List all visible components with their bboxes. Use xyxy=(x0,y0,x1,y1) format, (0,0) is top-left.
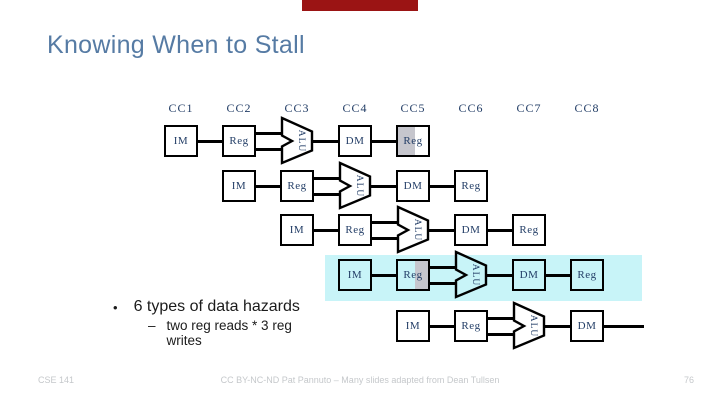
clock-cycle-label: CC8 xyxy=(574,101,600,115)
stage-label: Reg xyxy=(345,224,365,236)
stage-label: Reg xyxy=(577,269,597,281)
course-label: CSE 141 xyxy=(38,375,75,385)
accent-bar xyxy=(302,0,418,11)
stage-connector xyxy=(430,266,456,269)
stage-box-reg: Reg xyxy=(454,170,488,202)
stage-connector xyxy=(256,185,280,188)
sub-bullet-text: two reg reads * 3 reg writes xyxy=(166,318,292,348)
slide-number: 76 xyxy=(683,375,694,385)
clock-cycle-label: CC7 xyxy=(516,101,542,115)
dash-icon: – xyxy=(148,318,156,333)
stage-label: Reg xyxy=(229,135,249,147)
stage-box-dm: DM xyxy=(512,259,546,291)
stage-connector xyxy=(430,282,456,285)
stage-connector xyxy=(314,229,338,232)
alu-shape: ALU xyxy=(280,116,314,166)
svg-text:ALU: ALU xyxy=(470,264,480,287)
svg-text:ALU: ALU xyxy=(412,219,422,242)
reg-half-cycle-shading xyxy=(414,261,428,289)
stage-label: Reg xyxy=(287,180,307,192)
stage-box-reg: Reg xyxy=(512,214,546,246)
stage-connector xyxy=(488,333,514,336)
stage-box-im: IM xyxy=(338,259,372,291)
stage-connector xyxy=(256,132,282,135)
trailing-line xyxy=(604,325,644,328)
stage-box-im: IM xyxy=(396,310,430,342)
stage-connector xyxy=(372,221,398,224)
stage-box-dm: DM xyxy=(396,170,430,202)
stage-connector xyxy=(488,317,514,320)
svg-text:ALU: ALU xyxy=(354,175,364,198)
stage-label: Reg xyxy=(403,135,423,147)
sub-bullet-item: – two reg reads * 3 reg writes xyxy=(148,318,307,348)
stage-connector xyxy=(314,177,340,180)
alu-shape: ALU xyxy=(338,161,372,211)
stage-connector xyxy=(314,193,340,196)
svg-text:ALU: ALU xyxy=(528,315,538,338)
stage-label: DM xyxy=(519,269,539,281)
stage-label: Reg xyxy=(461,320,481,332)
stage-connector xyxy=(372,274,396,277)
stage-box-reg: Reg xyxy=(280,170,314,202)
stage-box-dm: DM xyxy=(454,214,488,246)
clock-cycle-label: CC1 xyxy=(168,101,194,115)
stage-box-im: IM xyxy=(164,125,198,157)
stage-label: IM xyxy=(347,269,363,281)
reg-half-cycle-shading xyxy=(398,127,416,155)
stage-label: IM xyxy=(231,180,247,192)
alu-shape: ALU xyxy=(512,301,546,351)
stage-label: Reg xyxy=(403,269,423,281)
stage-connector xyxy=(546,274,570,277)
stage-box-reg: Reg xyxy=(396,125,430,157)
stage-connector xyxy=(544,325,570,328)
stage-box-reg: Reg xyxy=(338,214,372,246)
alu-shape: ALU xyxy=(454,250,488,300)
stage-connector xyxy=(370,185,396,188)
stage-box-reg: Reg xyxy=(570,259,604,291)
bullet-text: 6 types of data hazards xyxy=(133,298,300,315)
stage-connector xyxy=(372,237,398,240)
stage-label: Reg xyxy=(461,180,481,192)
stage-connector xyxy=(198,140,222,143)
license-attribution: CC BY-NC-ND Pat Pannuto – Many slides ad… xyxy=(220,375,500,385)
alu-shape: ALU xyxy=(396,205,430,255)
stage-connector xyxy=(256,148,282,151)
stage-connector xyxy=(372,140,396,143)
stage-box-reg: Reg xyxy=(454,310,488,342)
stage-box-im: IM xyxy=(280,214,314,246)
stage-connector xyxy=(486,274,512,277)
bullet-icon: • xyxy=(113,300,118,315)
stage-label: IM xyxy=(289,224,305,236)
clock-cycle-label: CC4 xyxy=(342,101,368,115)
clock-cycle-label: CC2 xyxy=(226,101,252,115)
svg-text:ALU: ALU xyxy=(296,130,306,153)
stage-label: IM xyxy=(405,320,421,332)
stage-connector xyxy=(430,185,454,188)
stage-label: Reg xyxy=(519,224,539,236)
stage-connector xyxy=(312,140,338,143)
clock-cycle-label: CC6 xyxy=(458,101,484,115)
stage-box-reg: Reg xyxy=(396,259,430,291)
stage-box-reg: Reg xyxy=(222,125,256,157)
stage-connector xyxy=(488,229,512,232)
stage-label: DM xyxy=(577,320,597,332)
stage-label: IM xyxy=(173,135,189,147)
page-title: Knowing When to Stall xyxy=(47,31,305,59)
bullet-item: • 6 types of data hazards xyxy=(113,298,300,318)
clock-cycle-label: CC5 xyxy=(400,101,426,115)
stage-box-im: IM xyxy=(222,170,256,202)
stage-box-dm: DM xyxy=(570,310,604,342)
stage-connector xyxy=(430,325,454,328)
clock-cycle-label: CC3 xyxy=(284,101,310,115)
stage-box-dm: DM xyxy=(338,125,372,157)
stage-label: DM xyxy=(461,224,481,236)
stage-label: DM xyxy=(345,135,365,147)
stage-label: DM xyxy=(403,180,423,192)
stage-connector xyxy=(428,229,454,232)
